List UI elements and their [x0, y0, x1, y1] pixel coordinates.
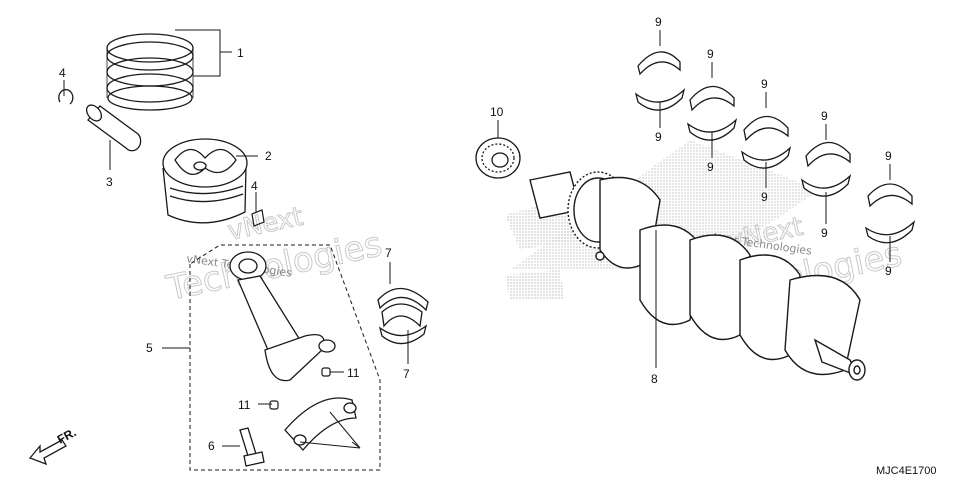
connecting-rod-bolt	[239, 427, 265, 467]
callout-9-8: 9	[821, 226, 828, 240]
front-direction-arrow: FR.	[28, 425, 78, 466]
main-bearings	[634, 51, 916, 244]
piston-pin-clip-2	[251, 209, 265, 227]
callout-9-10: 9	[885, 264, 892, 278]
callout-10: 10	[490, 105, 504, 119]
dowel-pins	[269, 367, 331, 410]
callout-1: 1	[237, 46, 244, 60]
connecting-rod-bearings	[377, 287, 429, 345]
callout-4-clip-2: 4	[251, 179, 258, 193]
piston-rings	[106, 33, 194, 111]
callout-6: 6	[208, 439, 215, 453]
leader-lines	[63, 29, 891, 449]
callout-9-3: 9	[707, 47, 714, 61]
piston	[162, 138, 248, 224]
connecting-rod-cap	[284, 397, 357, 451]
callout-9-9: 9	[885, 149, 892, 163]
connecting-rod	[229, 251, 336, 382]
callout-7-lower: 7	[403, 367, 410, 381]
callout-7-upper: 7	[385, 246, 392, 260]
callout-9-5: 9	[761, 77, 768, 91]
callout-9-6: 9	[761, 190, 768, 204]
piston-pin	[85, 104, 142, 152]
callout-9-1: 9	[655, 15, 662, 29]
callout-4-clip: 4	[59, 66, 66, 80]
callout-9-2: 9	[655, 130, 662, 144]
callout-9-4: 9	[707, 160, 714, 174]
callout-3: 3	[106, 175, 113, 189]
connecting-rod-kit-boundary	[189, 244, 381, 471]
callout-2: 2	[265, 149, 272, 163]
diagram-code: MJC4E1700	[876, 465, 937, 477]
callout-9-7: 9	[821, 109, 828, 123]
callout-5: 5	[146, 341, 153, 355]
callout-8: 8	[651, 372, 658, 386]
crankshaft	[529, 171, 866, 381]
primary-drive-gear	[475, 137, 521, 179]
callout-11-lower: 11	[238, 398, 251, 412]
piston-pin-clip	[58, 88, 74, 105]
callout-11-upper: 11	[347, 366, 360, 380]
